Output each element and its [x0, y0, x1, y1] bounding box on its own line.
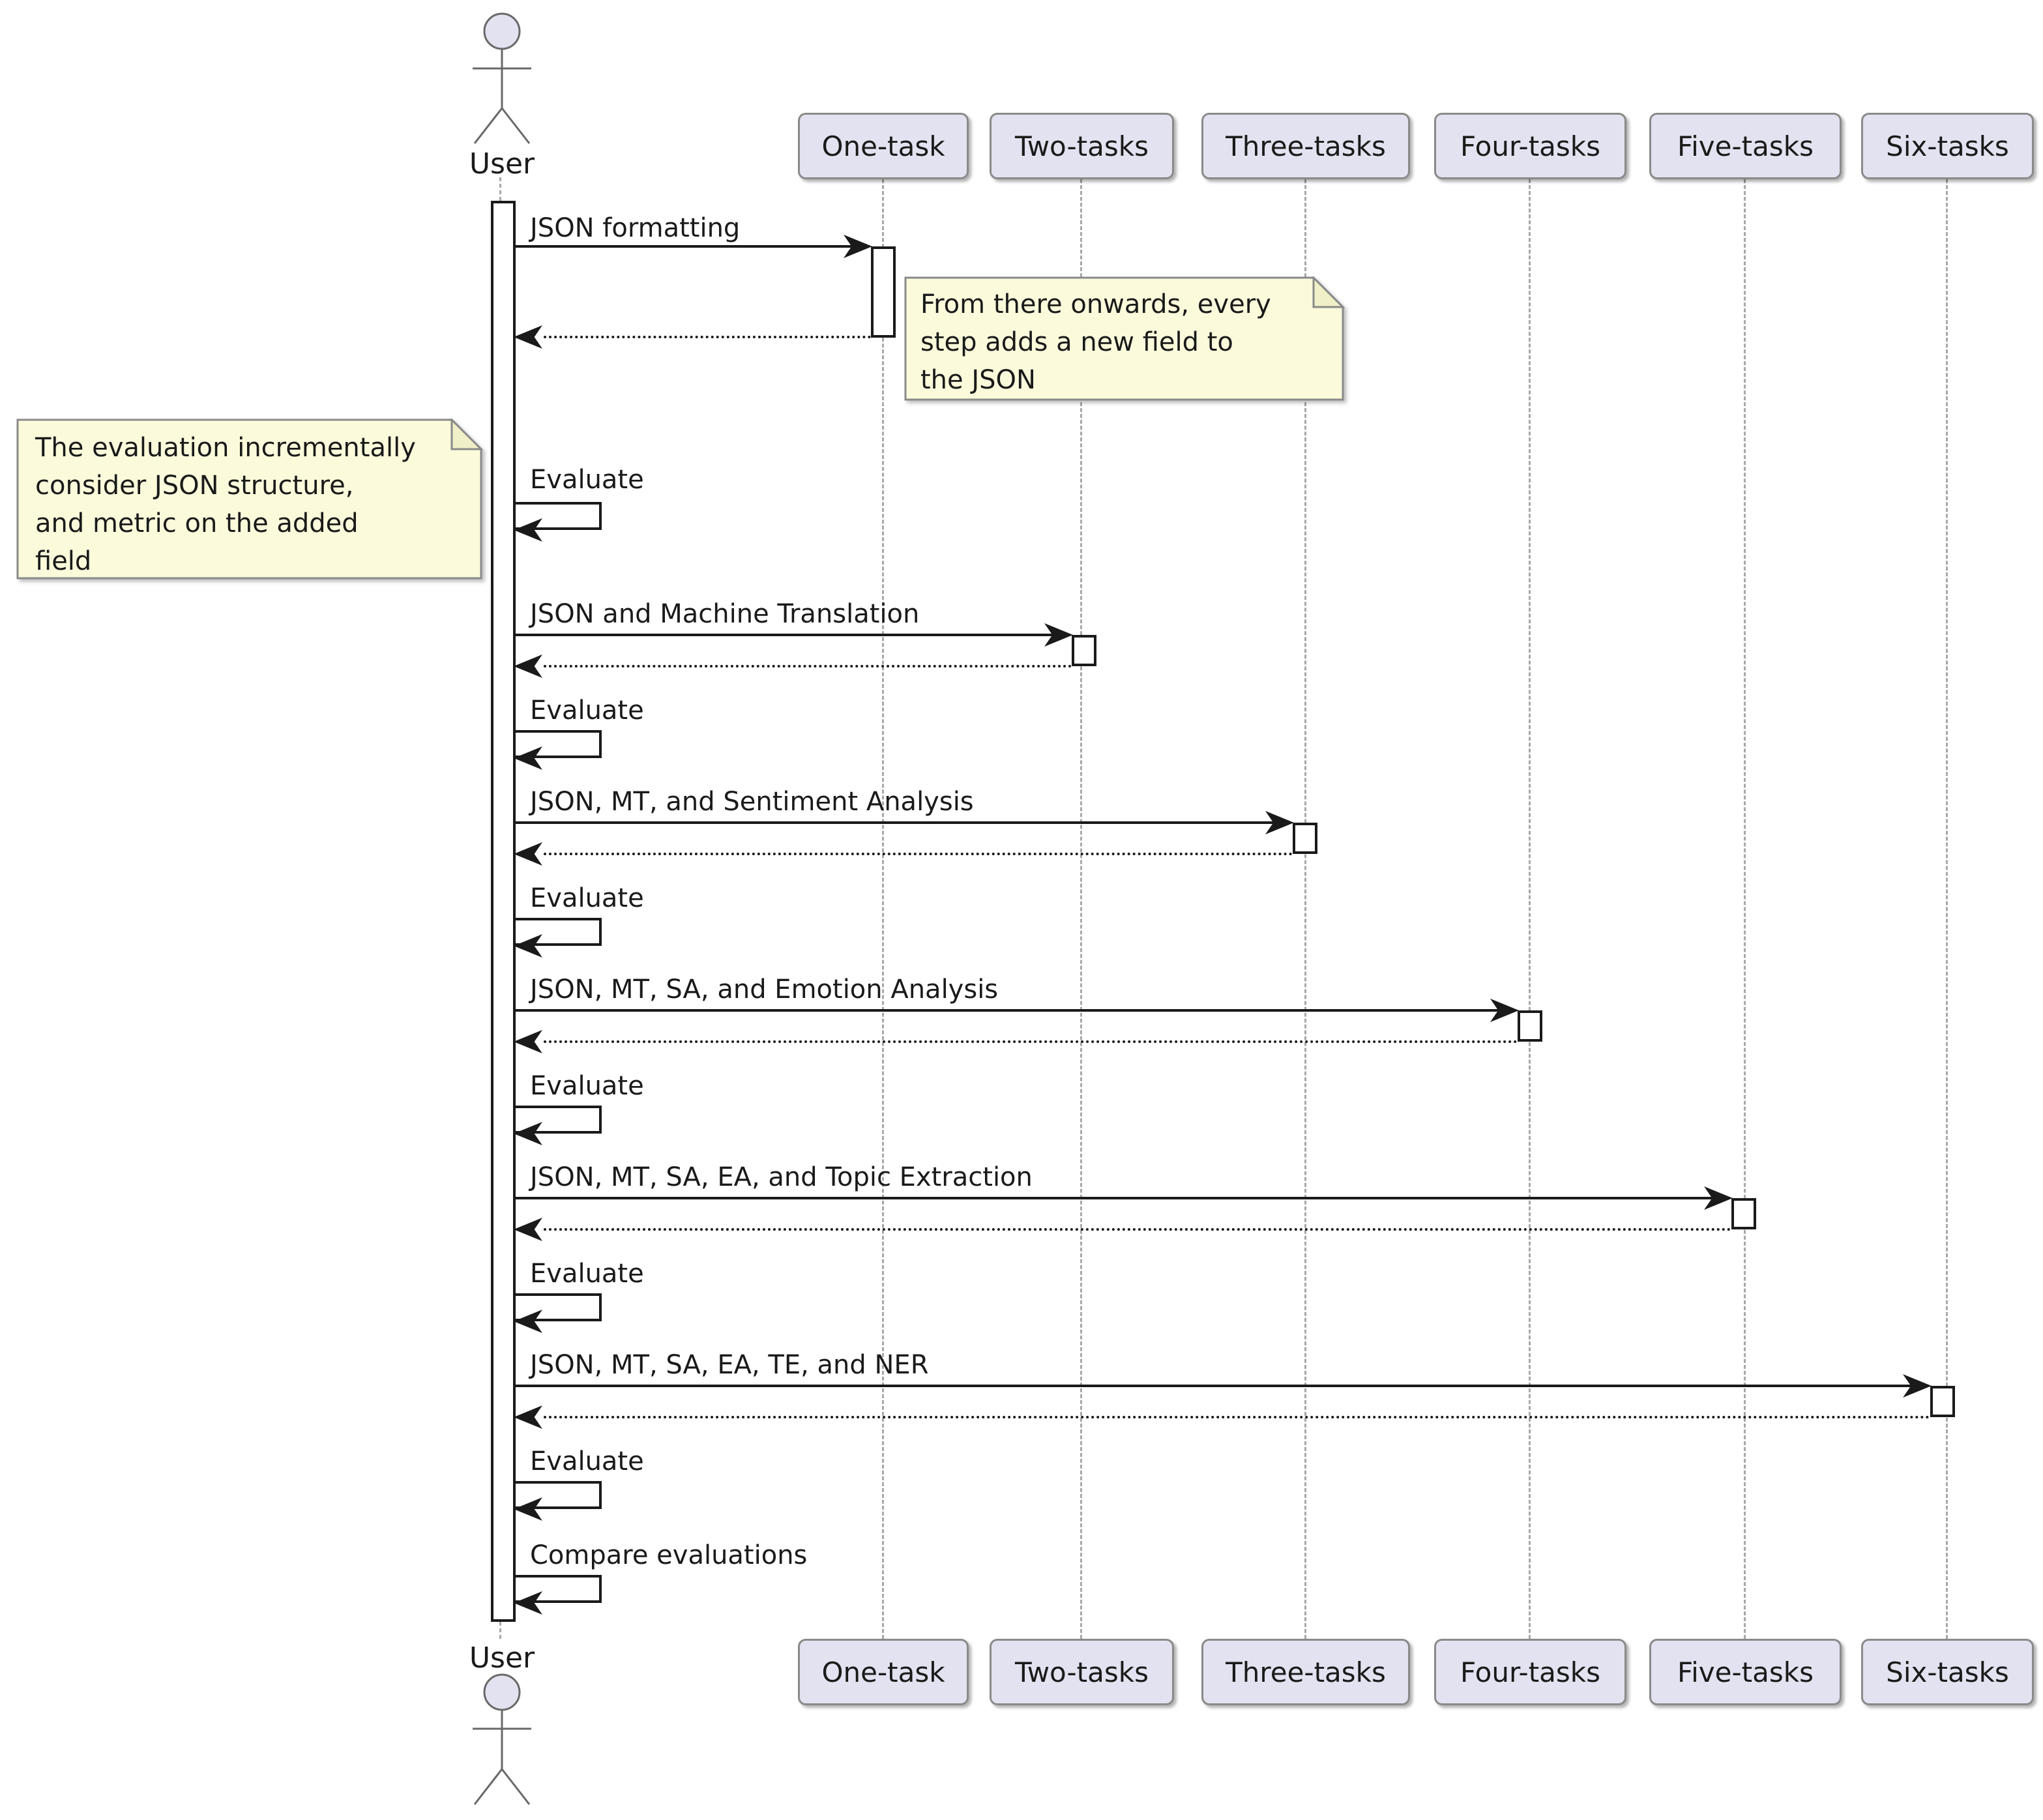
lifeline-one-task	[882, 179, 884, 1639]
message-label: JSON, MT, and Sentiment Analysis	[530, 787, 974, 817]
actor-label-top: User	[469, 147, 535, 181]
arrowhead-left-icon	[514, 1405, 542, 1429]
lifeline-three-tasks	[1304, 179, 1306, 1639]
activation-two-tasks	[1072, 635, 1096, 666]
self-message-label: Evaluate	[530, 465, 644, 495]
self-message-label: Evaluate	[530, 1071, 644, 1101]
participant-label: Two-tasks	[1015, 130, 1149, 162]
self-message-label: Evaluate	[530, 1446, 644, 1476]
reply-arrow	[544, 853, 1293, 855]
reply-arrow	[544, 665, 1072, 668]
participant-label: Four-tasks	[1460, 130, 1600, 162]
participant-label: Three-tasks	[1226, 130, 1386, 162]
activation-user	[491, 201, 516, 1622]
message-arrow	[515, 634, 1053, 636]
message-arrow	[515, 245, 853, 248]
participant-label: One-task	[821, 1656, 945, 1688]
participant-label: Five-tasks	[1677, 1656, 1814, 1688]
note-right-text: From there onwards, every step adds a ne…	[920, 289, 1271, 395]
note-icon	[904, 276, 1345, 401]
note-icon	[16, 418, 483, 580]
arrowhead-left-icon	[514, 654, 542, 678]
message-label: JSON, MT, SA, EA, TE, and NER	[530, 1350, 929, 1380]
participant-bottom-three-tasks: Three-tasks	[1201, 1639, 1410, 1705]
message-label: JSON formatting	[530, 213, 741, 243]
activation-three-tasks	[1293, 823, 1317, 854]
activation-five-tasks	[1731, 1198, 1756, 1229]
reply-arrow	[544, 1416, 1930, 1418]
participant-label: Five-tasks	[1677, 130, 1814, 162]
participant-bottom-six-tasks: Six-tasks	[1861, 1639, 2034, 1705]
participant-top-five-tasks: Five-tasks	[1649, 113, 1842, 179]
message-arrow	[515, 1009, 1499, 1012]
activation-six-tasks	[1930, 1386, 1955, 1417]
participant-top-two-tasks: Two-tasks	[990, 113, 1174, 179]
participant-bottom-two-tasks: Two-tasks	[990, 1639, 1174, 1705]
self-message-loop	[515, 918, 602, 946]
message-label: JSON, MT, SA, and Emotion Analysis	[530, 975, 999, 1005]
participant-label: Three-tasks	[1226, 1656, 1386, 1688]
actor-label-bottom: User	[469, 1641, 535, 1675]
message-arrow	[515, 821, 1274, 824]
self-message-loop	[515, 1481, 602, 1509]
self-message-label: Evaluate	[530, 883, 644, 913]
message-arrow	[515, 1197, 1713, 1199]
lifeline-two-tasks	[1080, 179, 1082, 1639]
arrowhead-left-icon	[514, 1218, 542, 1241]
reply-arrow	[544, 336, 871, 338]
self-message-loop	[515, 1575, 602, 1603]
arrowhead-left-icon	[514, 1030, 542, 1053]
lifeline-user-top	[499, 177, 501, 201]
participant-label: Six-tasks	[1886, 1656, 2009, 1688]
participant-bottom-one-task: One-task	[798, 1639, 969, 1705]
reply-arrow	[544, 1228, 1731, 1231]
lifeline-four-tasks	[1529, 179, 1531, 1639]
self-message-loop	[515, 1106, 602, 1134]
message-label: JSON and Machine Translation	[530, 599, 920, 629]
self-message-loop	[515, 502, 602, 530]
participant-bottom-four-tasks: Four-tasks	[1434, 1639, 1626, 1705]
self-message-loop	[515, 730, 602, 758]
note-left-text: The evaluation incrementally consider JS…	[35, 433, 416, 576]
lifeline-five-tasks	[1744, 179, 1746, 1639]
self-message-loop	[515, 1293, 602, 1321]
actor-figure-icon	[473, 1673, 531, 1805]
lifeline-user-bottom	[499, 1622, 501, 1639]
actor-figure-icon	[473, 12, 531, 144]
participant-bottom-five-tasks: Five-tasks	[1649, 1639, 1842, 1705]
activation-four-tasks	[1518, 1010, 1542, 1042]
self-message-label: Compare evaluations	[530, 1540, 808, 1570]
participant-top-four-tasks: Four-tasks	[1434, 113, 1626, 179]
participant-top-six-tasks: Six-tasks	[1861, 113, 2034, 179]
participant-top-one-task: One-task	[798, 113, 969, 179]
arrowhead-left-icon	[514, 842, 542, 866]
participant-label: Four-tasks	[1460, 1656, 1600, 1688]
participant-top-three-tasks: Three-tasks	[1201, 113, 1410, 179]
message-label: JSON, MT, SA, EA, and Topic Extraction	[530, 1162, 1033, 1192]
participant-label: Two-tasks	[1015, 1656, 1149, 1688]
message-arrow	[515, 1385, 1912, 1387]
reply-arrow	[544, 1040, 1518, 1043]
participant-label: One-task	[821, 130, 945, 162]
activation-one-task	[871, 246, 896, 338]
lifeline-six-tasks	[1946, 179, 1948, 1639]
arrowhead-left-icon	[514, 325, 542, 349]
participant-label: Six-tasks	[1886, 130, 2009, 162]
self-message-label: Evaluate	[530, 696, 644, 726]
self-message-label: Evaluate	[530, 1259, 644, 1289]
